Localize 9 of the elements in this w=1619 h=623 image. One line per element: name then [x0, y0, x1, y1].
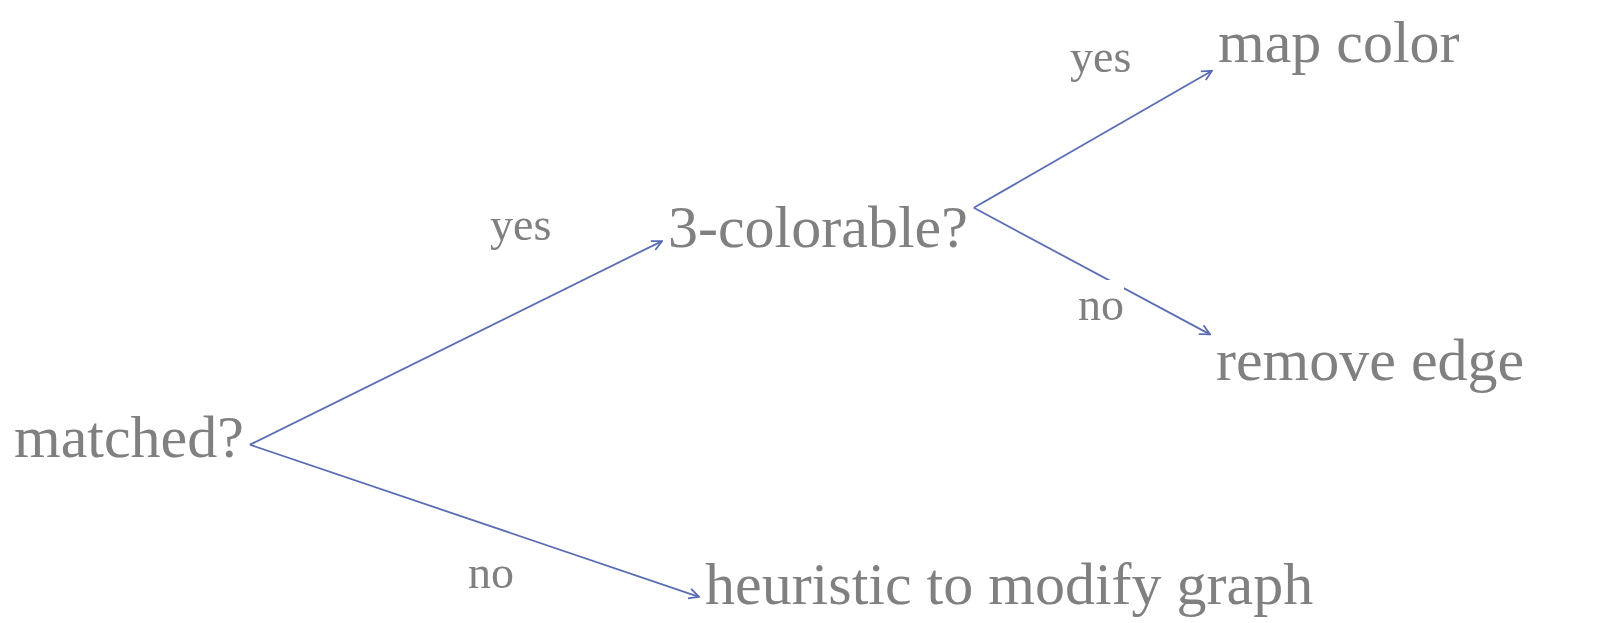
arrow: [249, 443, 700, 600]
node-label: matched?: [14, 405, 244, 469]
node-label: remove edge: [1216, 328, 1525, 392]
arrow: [249, 240, 663, 446]
node-label: 3-colorable?: [668, 195, 968, 259]
node-label: map color: [1218, 10, 1460, 74]
arrow: [972, 206, 1211, 336]
arrow: [972, 69, 1213, 209]
node-label: heuristic to modify graph: [705, 552, 1314, 616]
